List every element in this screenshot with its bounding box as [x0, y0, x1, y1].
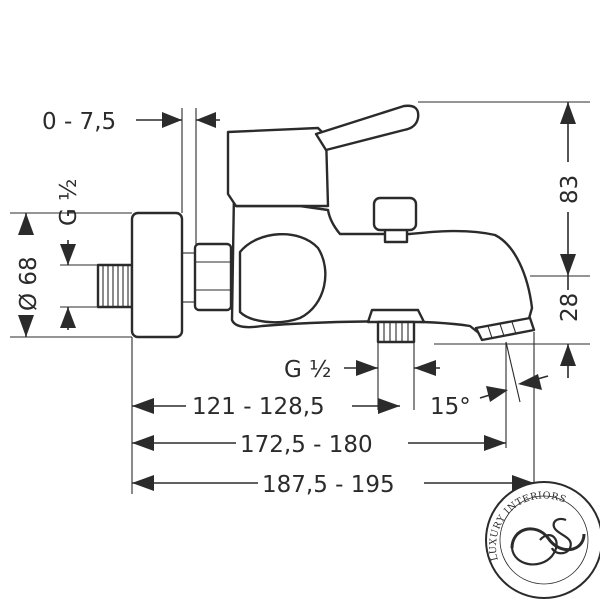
- dim-spout-mid: 172,5 - 180: [240, 432, 373, 458]
- bottom-outlet: [366, 308, 426, 344]
- dim-diameter: Ø 68: [16, 256, 42, 311]
- cartridge-housing: [226, 126, 330, 208]
- lever-handle: [314, 104, 420, 152]
- monogram-icon: [510, 517, 586, 566]
- dim-offset: 0 - 7,5: [42, 109, 116, 135]
- dimension-lines: [18, 102, 576, 491]
- brand-logo: LUXURY INTERIORS: [485, 481, 600, 599]
- hex-nut: [193, 242, 233, 312]
- dim-outlet-thread: G ½: [284, 357, 331, 383]
- dimension-labels: 0 - 7,5 G ½ Ø 68 83 28 G ½ 121 - 128,5 1…: [16, 109, 583, 498]
- faucet-drawing: [96, 104, 536, 344]
- dim-inlet-thread: G ½: [56, 179, 82, 226]
- diverter-knob: [372, 196, 418, 244]
- rosette: [130, 211, 184, 339]
- extension-lines: [10, 101, 590, 494]
- dim-height-spout: 28: [557, 293, 583, 322]
- dim-outlet-pos: 121 - 128,5: [192, 394, 325, 420]
- dim-overall: 187,5 - 195: [262, 472, 395, 498]
- inlet-connector: [96, 263, 134, 309]
- dim-angle: 15°: [430, 394, 471, 420]
- dim-height-top: 83: [557, 175, 583, 204]
